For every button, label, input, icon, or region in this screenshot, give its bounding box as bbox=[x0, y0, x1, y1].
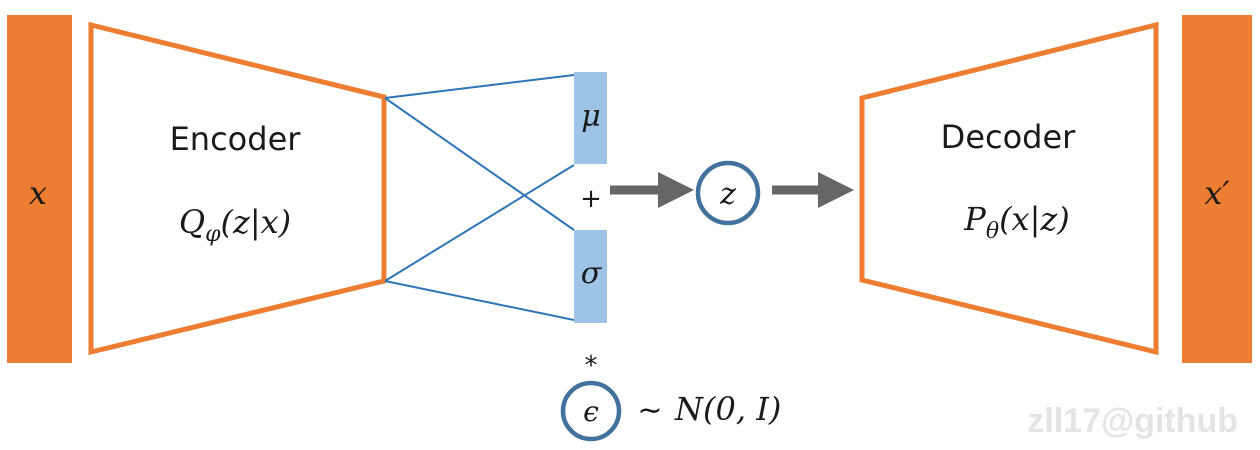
watermark: zll17@github bbox=[1027, 402, 1238, 440]
z-label: z bbox=[719, 177, 736, 212]
z-circle bbox=[695, 160, 761, 226]
connector-line bbox=[384, 280, 575, 321]
encoder-trapezoid bbox=[88, 21, 387, 356]
output-bar bbox=[1182, 15, 1252, 363]
epsilon-label: ϵ bbox=[583, 395, 599, 428]
connector-line bbox=[384, 74, 575, 99]
input-bar bbox=[7, 15, 72, 363]
connector-line bbox=[384, 164, 575, 282]
plus-sign: + bbox=[580, 184, 602, 214]
decoder-trapezoid bbox=[859, 21, 1159, 356]
mu-bar bbox=[574, 72, 607, 164]
noise-distribution: N(0, I) bbox=[674, 390, 781, 428]
encoder-formula: Qφ(z|x) bbox=[179, 203, 291, 247]
tilde-sign: ∼ bbox=[637, 393, 662, 428]
times-sign: * bbox=[585, 351, 598, 381]
encoder-title: Encoder bbox=[170, 120, 302, 158]
connector-line bbox=[384, 97, 575, 231]
output-label: x′ bbox=[1204, 174, 1230, 212]
epsilon-circle bbox=[560, 380, 622, 442]
input-label: x bbox=[29, 174, 47, 212]
mu-label: μ bbox=[581, 99, 601, 134]
sigma-bar bbox=[574, 230, 607, 323]
sigma-label: σ bbox=[581, 256, 603, 291]
decoder-formula: Pθ(x|z) bbox=[963, 200, 1069, 244]
decoder-title: Decoder bbox=[941, 118, 1077, 156]
